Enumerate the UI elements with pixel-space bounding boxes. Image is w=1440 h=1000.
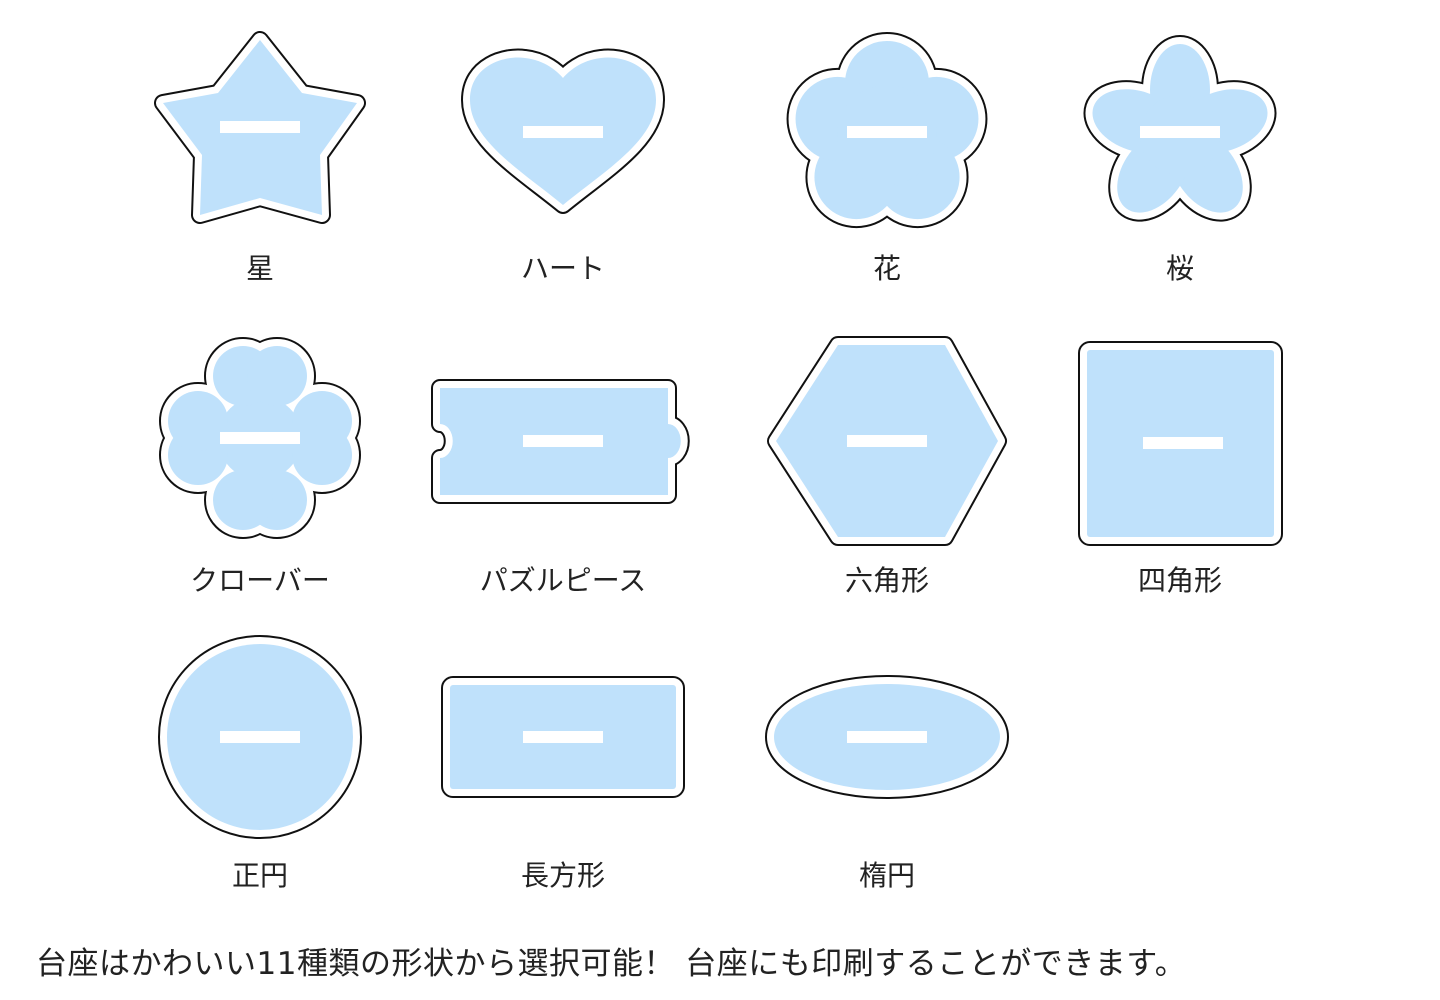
stand-slot <box>523 731 603 743</box>
shape-puzzle: パズルピース <box>431 379 690 597</box>
shape-label: 花 <box>873 252 901 285</box>
shape-label: 楕円 <box>859 859 915 892</box>
shape-rectangle: 長方形 <box>441 676 685 892</box>
stand-slot <box>220 432 300 444</box>
shape-label: 長方形 <box>521 859 605 892</box>
stand-slot <box>220 731 300 743</box>
shape-label: 四角形 <box>1138 564 1222 597</box>
shape-label: ハート <box>521 252 605 285</box>
shape-label: 桜 <box>1166 252 1194 285</box>
stand-slot <box>523 435 603 447</box>
shape-square: 四角形 <box>1078 341 1283 597</box>
shape-hexagon: 六角形 <box>767 336 1007 597</box>
shape-star: 星 <box>154 31 366 285</box>
shape-sakura: 桜 <box>1083 35 1277 285</box>
stand-slot <box>1140 126 1220 138</box>
stand-slot <box>523 126 603 138</box>
stand-slot <box>1143 437 1223 449</box>
stand-slot <box>847 126 927 138</box>
shape-label: パズルピース <box>480 564 647 597</box>
shape-fill <box>1092 44 1268 213</box>
shape-label: 正円 <box>232 859 288 892</box>
stand-slot <box>220 121 300 133</box>
shape-label: 星 <box>246 252 274 285</box>
shape-clover: クローバー <box>159 337 361 597</box>
shape-ellipse: 楕円 <box>765 675 1009 892</box>
shape-label: 六角形 <box>845 564 929 597</box>
caption: 台座はかわいい11種類の形状から選択可能！ 台座にも印刷することができます。 <box>36 946 1187 982</box>
shape-flower: 花 <box>786 32 988 285</box>
stand-slot <box>847 435 927 447</box>
shape-heart: ハート <box>461 48 665 285</box>
stand-slot <box>847 731 927 743</box>
shape-label: クローバー <box>190 564 330 597</box>
shape-circle: 正円 <box>158 635 362 892</box>
